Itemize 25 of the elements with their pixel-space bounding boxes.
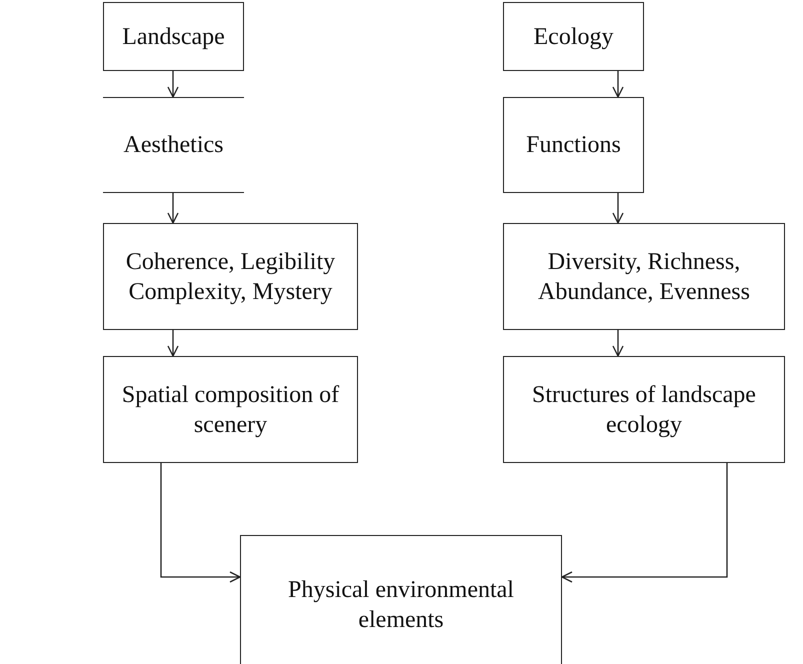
node-label: Coherence, Legibility Complexity, Mystery [124, 248, 336, 306]
arrow [167, 193, 179, 224]
process-box [103, 356, 358, 463]
node-label: Ecology [532, 22, 614, 52]
node-label: Spatial composition of scenery [120, 380, 340, 440]
node-label: Functions [525, 131, 622, 160]
arrow [612, 330, 624, 357]
node-label: Physical environmental elements [287, 576, 515, 635]
arrow [561, 463, 728, 583]
process-box [240, 535, 562, 664]
node-label: Diversity, Richness, Abundance, Evenness [537, 248, 751, 306]
arrow [167, 71, 179, 98]
arrow [612, 71, 624, 98]
process-box [103, 2, 244, 71]
arrow [167, 330, 179, 357]
node-label: Structures of landscape ecology [531, 380, 757, 440]
process-box [103, 223, 358, 330]
arrow [612, 193, 624, 224]
process-box [503, 223, 785, 330]
process-box [503, 356, 785, 463]
node-label: Aesthetics [122, 131, 224, 160]
arrow [160, 463, 241, 583]
process-box [503, 97, 644, 193]
node-label: Landscape [121, 22, 226, 52]
process-box [503, 2, 644, 71]
